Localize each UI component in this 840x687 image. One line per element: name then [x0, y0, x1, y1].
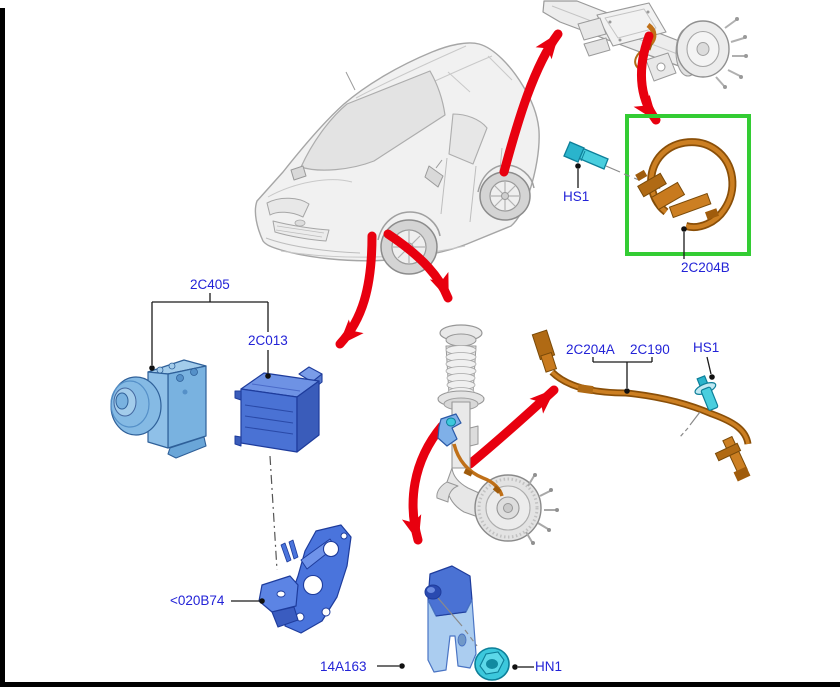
red-arrow-van-to-axle [499, 29, 563, 177]
callout-2C013[interactable]: 2C013 [248, 333, 288, 348]
front-wheel-sensor-part[interactable] [531, 329, 752, 482]
callout-HS1-rear[interactable]: HS1 [563, 189, 590, 204]
front-sensor-bolt-part[interactable] [678, 373, 724, 439]
sensor-bracket-part[interactable] [424, 565, 478, 673]
leader-lines [149, 163, 715, 670]
red-arrow-van-to-strut [383, 229, 453, 303]
callout-2C204A[interactable]: 2C204A [566, 342, 615, 357]
callout-14A163[interactable]: 14A163 [320, 659, 367, 674]
rear-sensor-bolt-part[interactable] [563, 141, 665, 191]
abs-module-part[interactable] [234, 366, 323, 453]
panel-border-bottom [0, 682, 840, 687]
rear-axle-illustration [542, 0, 748, 89]
rear-wheel-sensor-part[interactable] [635, 138, 737, 231]
abs-pump-part[interactable] [110, 359, 207, 459]
bracket-nut-part[interactable] [474, 647, 510, 681]
module-bracket-part[interactable] [258, 524, 352, 634]
strut-sensor-bracket [437, 413, 462, 447]
red-arrow-van-to-abs [335, 231, 377, 349]
callout-2C405[interactable]: 2C405 [190, 277, 230, 292]
highlight-box-selected-part [625, 114, 751, 256]
callout-2C190[interactable]: 2C190 [630, 342, 670, 357]
callout-020B74[interactable]: <020B74 [170, 593, 225, 608]
red-arrow-axle-to-sensor [633, 31, 661, 125]
red-arrow-strut-to-bracket [401, 421, 447, 545]
callout-HN1[interactable]: HN1 [535, 659, 563, 674]
assembly-line-module-bracket [269, 455, 278, 571]
callout-2C204B[interactable]: 2C204B [681, 260, 730, 275]
red-arrow-strut-to-cable [465, 385, 559, 469]
panel-border-left [0, 8, 5, 687]
van-illustration [254, 42, 540, 275]
callout-HS1-front[interactable]: HS1 [693, 340, 720, 355]
front-strut-illustration [436, 324, 559, 545]
